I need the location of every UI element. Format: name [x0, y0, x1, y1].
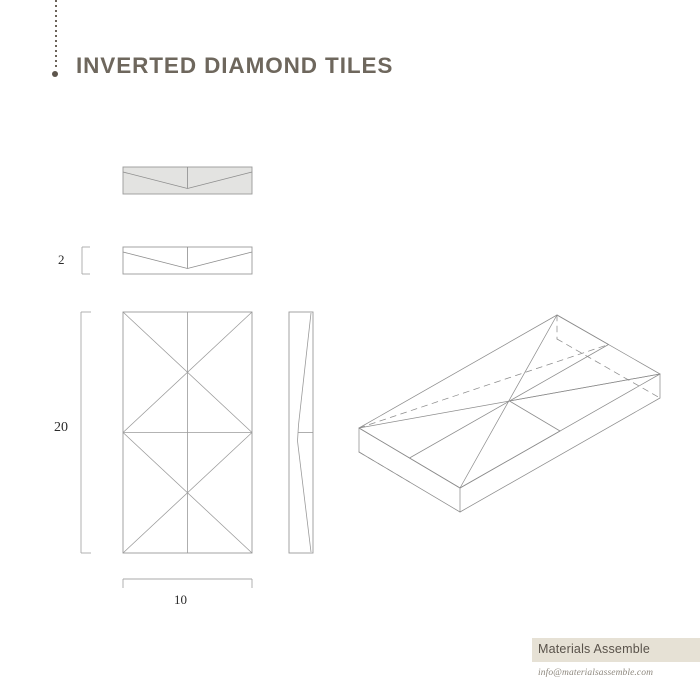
front-view-diagonal-upper-right [122, 311, 253, 433]
footer-brand-name: Materials Assemble [538, 642, 650, 656]
iso-hidden-edge-4 [358, 451, 410, 483]
iso-hidden-edge-3 [556, 338, 661, 399]
dimension-bracket-height [80, 311, 91, 554]
dimension-label-width: 10 [174, 592, 187, 607]
view-shaded-elevation [122, 166, 253, 195]
dimension-bracket-thickness [81, 246, 90, 275]
dimension-label-height: 20 [54, 420, 68, 435]
iso-valley-edge-ne [509, 344, 609, 402]
iso-crease-top-right [556, 314, 609, 345]
dimension-bracket-width [122, 578, 253, 588]
iso-crease-bottom-left [409, 457, 461, 489]
view-outline-elevation [122, 246, 253, 275]
iso-facet-seam-left [409, 400, 510, 459]
view-side [288, 311, 314, 554]
dimension-label-thickness: 2 [58, 252, 65, 267]
iso-crease-bottom-right [459, 430, 561, 489]
iso-top-face-outline [358, 314, 661, 489]
iso-facet-seam-right [509, 373, 661, 402]
iso-edge-bottom-right [459, 397, 661, 513]
footer-band [532, 638, 700, 662]
page-title: INVERTED DIAMOND TILES [76, 53, 394, 78]
side-view-profile-line [297, 312, 312, 553]
view-front [122, 311, 253, 554]
iso-hidden-edges [358, 314, 661, 483]
front-view-diagonal-lower-right [122, 432, 253, 554]
footer-email-address: info@materialsassemble.com [538, 668, 654, 678]
dotted-rule-dot-icon [52, 71, 58, 77]
iso-crease-left-lower [358, 427, 410, 459]
view-isometric [358, 314, 661, 513]
iso-valley-edge-se [509, 400, 561, 432]
dotted-rule-decoration [55, 0, 57, 70]
iso-hidden-edge-1 [358, 344, 609, 429]
